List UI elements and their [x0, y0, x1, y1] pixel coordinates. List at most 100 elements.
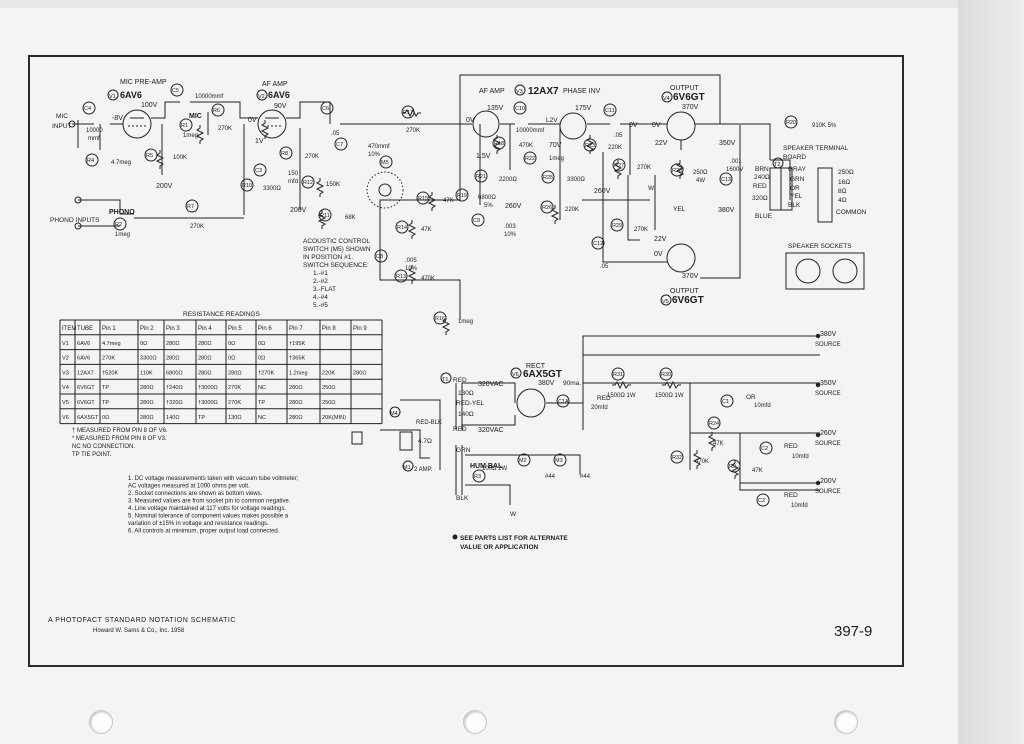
table-cell: 0Ω [228, 341, 235, 347]
component-marker [185, 199, 199, 213]
component-marker [756, 493, 770, 507]
v135: 135V [487, 105, 504, 112]
component-id-r8: R8 [281, 151, 288, 157]
component-value-r18v: 470K [519, 143, 533, 149]
component-id-r14: R14 [397, 225, 407, 231]
source-voltage: 350V [820, 380, 837, 387]
two-amp-label: 2 AMP. [414, 467, 433, 473]
component-marker [541, 170, 555, 184]
table-cell: 6V6GT [77, 400, 95, 406]
table-legend-line: TP TIE POINT. [72, 452, 112, 458]
resistor-symbol [155, 150, 165, 169]
resistor-symbol [612, 380, 631, 390]
v1-label: MIC PRE-AMP [120, 79, 167, 86]
component-value-r8v: 270K [305, 154, 319, 160]
component-id-c4: C4 [84, 106, 91, 112]
table-cell: 280Ω [289, 400, 303, 406]
component-marker [379, 155, 393, 169]
component-marker [659, 367, 673, 381]
voltage-v380: 380V [718, 207, 735, 214]
wire-or: OR [790, 185, 800, 192]
wire-yel: YEL [790, 193, 803, 200]
component-value-r4v: 4.7meg [111, 160, 131, 166]
v0-d: 0V [654, 251, 663, 258]
wire-z240: 240Ω [754, 174, 770, 181]
note-line: 2. Socket connections are shown as botto… [128, 491, 263, 497]
wire-grn: GRN [790, 176, 805, 183]
wire-or2: OR [746, 394, 756, 401]
table-cell: TP [102, 400, 109, 406]
tone-switch-line: IN POSITION #1. [303, 254, 353, 261]
wire-red_yel: RED-YEL [456, 400, 485, 407]
speaker-terminal-label-2: BOARD [783, 154, 806, 161]
table-cell: 280Ω [289, 415, 303, 421]
tube-v6: RECT V6 6AX5GT 380V 90ma. 320VAC 320VAC [478, 363, 581, 434]
component-id-r6: R6 [213, 108, 220, 114]
component-marker [670, 163, 684, 177]
component-id-c10: C10 [515, 106, 525, 112]
v5-id: V5 [662, 299, 669, 305]
component-id-m3: M3 [555, 458, 563, 464]
output-transformer: T2 SPEAKER TERMINAL BOARD SPEAKER SOCKET… [769, 145, 865, 290]
component-id-r3: R3 [474, 474, 481, 480]
component-marker [591, 236, 605, 250]
component-id-r21: R21 [476, 174, 486, 180]
component-value-c8v: .005 [405, 258, 417, 264]
wire-z130: 130Ω [458, 390, 474, 397]
component-marker [301, 175, 315, 189]
component-value-r5v: 100K [173, 155, 187, 161]
wire-t1grn: GRN [456, 447, 471, 454]
wiring [72, 74, 820, 505]
component-id-c8: C8 [376, 254, 383, 260]
wire-redwire: RED [597, 395, 611, 402]
component-value-r6v: 270K [218, 126, 232, 132]
source-label: SOURCE [815, 391, 841, 397]
v0-a: 0V [248, 117, 257, 124]
table-cell: 280Ω [198, 356, 212, 362]
v0-b: 0V [466, 117, 475, 124]
component-value-lamp2: #44 [580, 474, 591, 480]
table-cell: 6AX5GT [77, 415, 99, 421]
component-marker [416, 191, 430, 205]
v4-tube: 6V6GT [673, 92, 705, 103]
v2-label: AF AMP [262, 81, 288, 88]
component-value-c6v: .05 [331, 131, 340, 137]
table-cell: 140Ω [166, 415, 180, 421]
component-marker [474, 169, 488, 183]
component-marker [170, 83, 184, 97]
resistance-table-title: RESISTANCE READINGS [183, 311, 260, 318]
see-parts-2: VALUE OR APPLICATION [460, 544, 539, 551]
component-value-r14v: 47K [421, 227, 432, 233]
table-cell: 6AV6 [77, 356, 90, 362]
see-parts-1: SEE PARTS LIST FOR ALTERNATE [460, 535, 568, 542]
component-marker [334, 137, 348, 151]
wire-t1red: RED [453, 377, 467, 384]
table-cell: V5 [62, 400, 69, 406]
source-voltage: 260V [820, 430, 837, 437]
resistor-symbol [675, 160, 685, 179]
component-id-c2a: C2 [761, 446, 768, 452]
phono-label: PHONO [109, 209, 135, 216]
component-value-r13v: 470K [421, 276, 435, 282]
component-value-r27v: 270K [637, 165, 651, 171]
component-value-r28w: 4W [696, 178, 705, 184]
resistor-symbol [195, 125, 205, 144]
component-marker [279, 146, 293, 160]
speaker-terminal-label: SPEAKER TERMINAL [783, 145, 849, 152]
wire-z140: 140Ω [458, 411, 474, 418]
component-marker [523, 151, 537, 165]
component-value-c2bv: 10mfd [791, 503, 808, 509]
source-label: SOURCE [815, 489, 841, 495]
table-cell: 250Ω [322, 385, 336, 391]
v1-id: V1 [109, 94, 116, 100]
component-value-r23v: 220K [608, 145, 622, 151]
component-value-r19v: 6800Ω [478, 195, 496, 201]
l2v: L2V [546, 117, 558, 124]
table-cell: †270K [258, 370, 274, 376]
voltage-v0e: 0V [629, 122, 638, 129]
resistor-symbol [407, 220, 417, 239]
table-cell: 270K [102, 356, 115, 362]
v175: 175V [575, 105, 592, 112]
table-cell: †520K [102, 370, 118, 376]
